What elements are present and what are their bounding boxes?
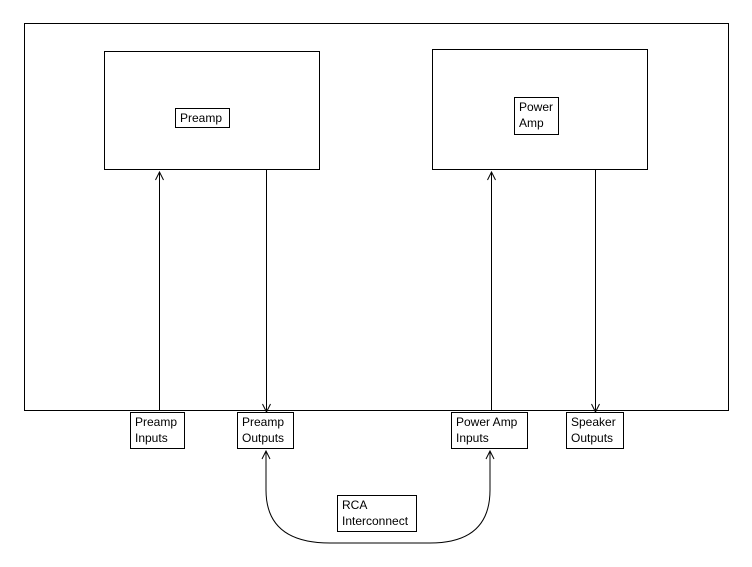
preamp-inputs-label-line-2: Inputs bbox=[135, 431, 168, 445]
rca-interconnect-cable bbox=[266, 451, 331, 544]
power-amp-inputs-label-line-1: Power Amp bbox=[456, 415, 518, 429]
speaker-outputs-label-line-2: Outputs bbox=[571, 431, 614, 445]
rca-interconnect-label-line-1: RCA bbox=[342, 498, 368, 512]
preamp-inputs-label-line-1: Preamp bbox=[135, 415, 178, 429]
rca-interconnect-label-line-2: Interconnect bbox=[342, 514, 409, 528]
preamp-block bbox=[104, 51, 320, 170]
rca-interconnect-label: RCA Interconnect bbox=[337, 495, 417, 532]
preamp-outputs-label-line-2: Outputs bbox=[242, 431, 285, 445]
rca-interconnect-cable-right bbox=[330, 451, 490, 544]
power-amp-inputs-label-line-2: Inputs bbox=[456, 431, 489, 445]
enclosure-box bbox=[24, 23, 729, 411]
preamp-label-line-1: Preamp bbox=[180, 111, 223, 125]
preamp-outputs-label-line-1: Preamp bbox=[242, 415, 285, 429]
power-amp-label-line-2: Amp bbox=[519, 116, 544, 130]
power-amp-label-line-1: Power bbox=[519, 100, 554, 114]
power-amp-block bbox=[432, 49, 648, 170]
preamp-label: Preamp bbox=[175, 108, 230, 128]
speaker-outputs-label-line-1: Speaker bbox=[571, 415, 616, 429]
